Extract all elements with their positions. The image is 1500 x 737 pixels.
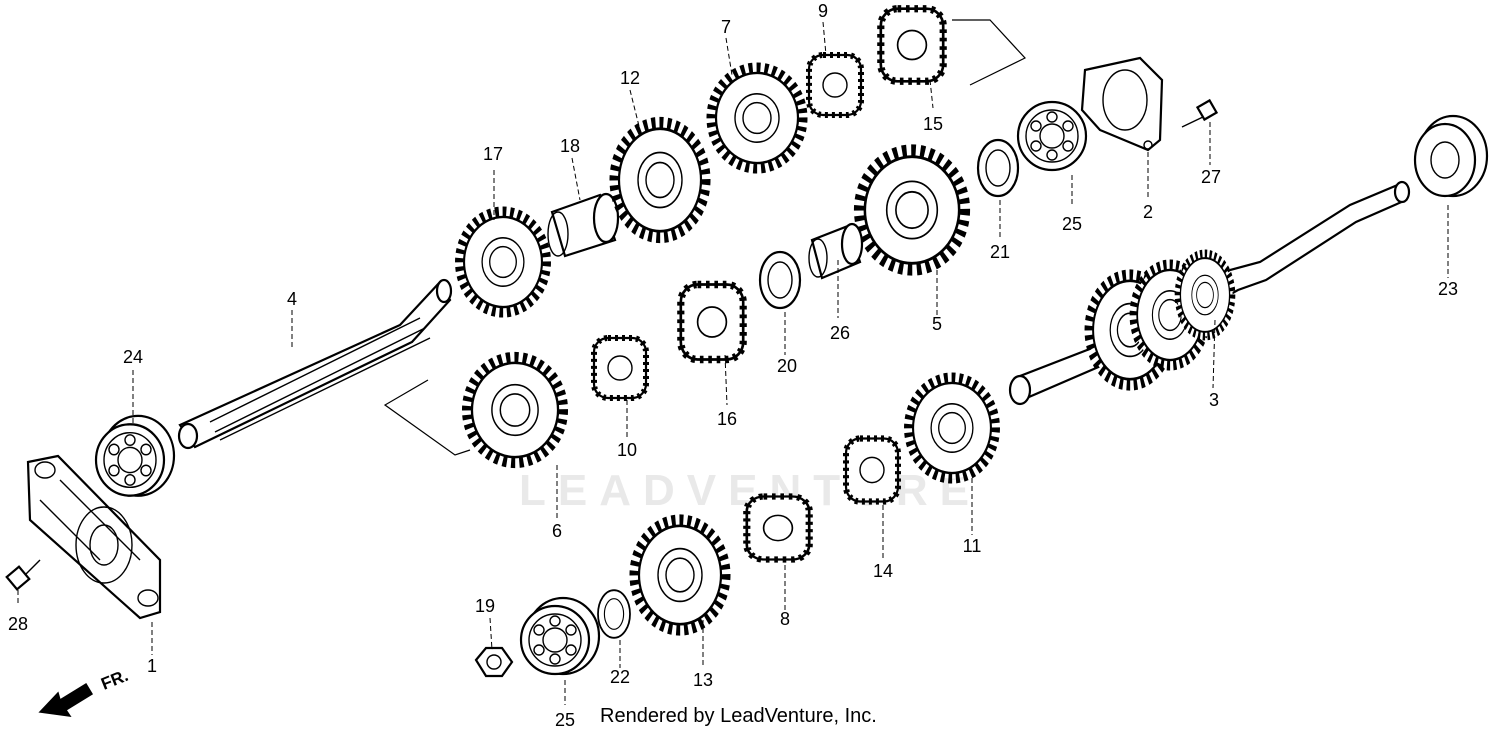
part-shifter-15	[881, 9, 943, 82]
part-bushing-18	[547, 192, 620, 258]
part-bolt-right	[1181, 98, 1219, 128]
callout-14: 14	[873, 561, 893, 581]
part-collar-8	[747, 497, 809, 560]
footer-credit: Rendered by LeadVenture, Inc.	[600, 705, 877, 727]
callout-2: 2	[1143, 202, 1153, 222]
part-gear-13	[634, 520, 726, 630]
callout-18: 18	[560, 136, 580, 156]
callout-11: 11	[963, 536, 982, 556]
part-countershaft-gear-c	[1177, 254, 1232, 337]
callout-28: 28	[8, 614, 28, 634]
part-gear-11	[908, 377, 995, 478]
direction-label: FR.	[98, 666, 131, 694]
part-collar-10	[594, 338, 646, 398]
callout-1: 1	[147, 656, 157, 676]
callout-16: 16	[717, 409, 737, 429]
part-bushing-9	[809, 55, 861, 115]
part-gear-6	[467, 357, 564, 463]
part-gear-12	[614, 123, 706, 238]
callout-10: 10	[617, 440, 637, 460]
part-cover-plate	[26, 454, 162, 620]
callout-13: 13	[693, 670, 713, 690]
callout-25-upper: 25	[1062, 214, 1082, 234]
part-bearing-25-lower	[519, 596, 601, 676]
callout-17: 17	[483, 144, 503, 164]
callout-3: 3	[1209, 390, 1219, 410]
part-mainshaft	[177, 278, 453, 450]
callout-26: 26	[830, 323, 850, 343]
leader-lines	[17, 21, 1449, 705]
callout-numbers: 1 2 3 4 5 6 7 8 9 10 11 12 13 14 15 16 1…	[8, 1, 1458, 730]
bracket-6	[383, 379, 471, 456]
callout-27: 27	[1201, 167, 1221, 187]
callout-5: 5	[932, 314, 942, 334]
part-gear-7	[711, 67, 803, 168]
part-washer-20	[758, 250, 802, 310]
callout-12: 12	[620, 68, 640, 88]
callout-23: 23	[1438, 279, 1458, 299]
part-nut-19	[474, 646, 514, 678]
callout-6: 6	[552, 521, 562, 541]
part-shifter-14	[846, 439, 898, 502]
part-washer-21	[976, 138, 1020, 198]
part-gear-5	[859, 150, 965, 270]
part-needle-bearing-26	[808, 222, 864, 280]
part-gear-17	[459, 211, 546, 312]
part-bearing-23	[1413, 114, 1489, 198]
callout-15: 15	[923, 114, 943, 134]
front-direction-arrow: FR.	[38, 666, 131, 717]
callout-22: 22	[610, 667, 630, 687]
callout-25-lower: 25	[555, 710, 575, 730]
callout-21: 21	[990, 242, 1010, 262]
callout-7: 7	[721, 17, 731, 37]
callout-24: 24	[123, 347, 143, 367]
callout-8: 8	[780, 609, 790, 629]
part-retainer-2	[1080, 56, 1164, 152]
part-bearing-24	[94, 414, 176, 497]
bracket-15	[952, 19, 1026, 86]
part-bearing-25-upper	[1016, 100, 1088, 172]
part-bolt-left	[5, 559, 41, 591]
part-shifter-16	[681, 285, 743, 360]
callout-9: 9	[818, 1, 828, 21]
part-washer-22	[597, 589, 631, 639]
callout-19: 19	[475, 596, 495, 616]
callout-20: 20	[777, 356, 797, 376]
callout-4: 4	[287, 289, 297, 309]
